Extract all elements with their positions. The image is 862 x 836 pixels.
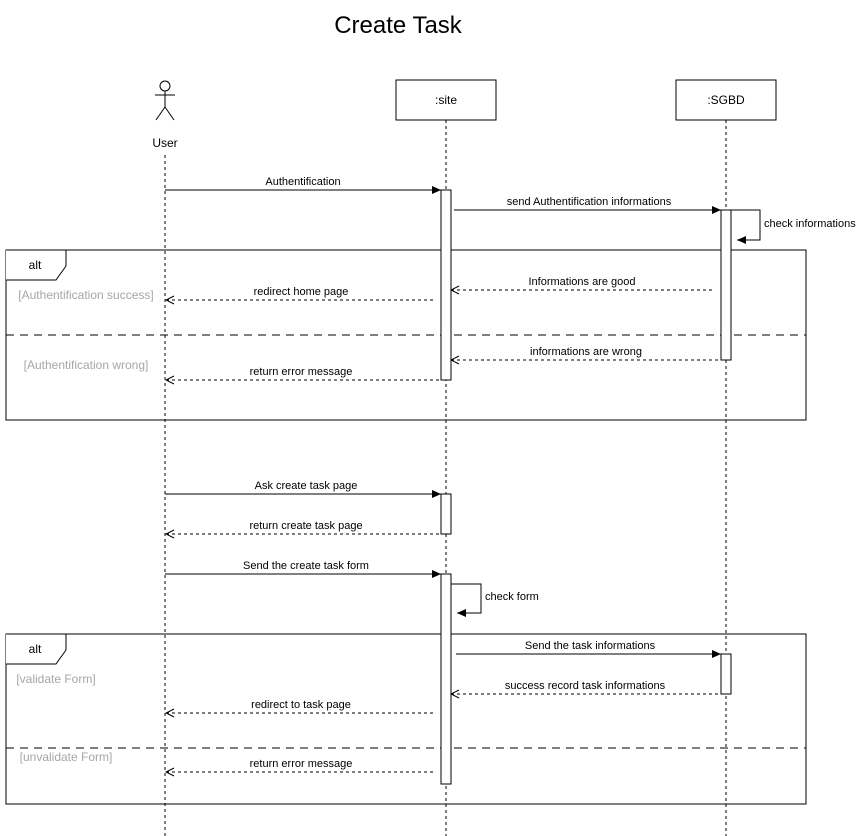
alt-2-guard-unvalidate: [unvalidate Form] — [20, 750, 113, 764]
message-return-error-1: return error message — [250, 366, 353, 378]
alt-2-label: alt — [29, 642, 42, 656]
alt-fragment-2 — [5, 633, 807, 805]
activation-site-1 — [440, 189, 452, 381]
self-message-arrow-check-info — [731, 209, 761, 244]
activation-site-2 — [440, 493, 452, 535]
alt-1-guard-success: [Authentification success] — [18, 288, 153, 302]
participant-site-label: :site — [435, 93, 457, 107]
message-redirect-task-page: redirect to task page — [251, 699, 351, 711]
message-send-task-informations: Send the task informations — [525, 640, 656, 652]
participant-site-box — [395, 79, 497, 121]
message-return-error-2: return error message — [250, 758, 353, 770]
activation-site-3 — [440, 573, 452, 785]
activation-sgbd-1 — [720, 209, 732, 361]
message-success-record: success record task informations — [505, 680, 666, 692]
actor-user — [155, 80, 175, 121]
alt-2-guard-validate: [validate Form] — [16, 672, 95, 686]
message-return-create-task-page: return create task page — [249, 520, 362, 532]
activation-sgbd-2 — [720, 653, 732, 695]
diagram-title: Create Task — [334, 12, 463, 39]
message-send-create-task-form: Send the create task form — [243, 560, 369, 572]
alt-1-label: alt — [29, 258, 42, 272]
self-message-check-informations: check informations — [764, 218, 856, 230]
message-informations-wrong: informations are wrong — [530, 346, 642, 358]
participant-sgbd-label: :SGBD — [707, 93, 745, 107]
self-message-check-form: check form — [485, 591, 539, 603]
self-message-arrow-check-form — [451, 583, 482, 617]
actor-user-label: User — [152, 136, 177, 150]
participant-sgbd-box — [675, 79, 777, 121]
message-authentification: Authentification — [265, 176, 340, 188]
alt-fragment-1 — [5, 249, 807, 421]
alt-1-guard-wrong: [Authentification wrong] — [24, 358, 149, 372]
message-informations-good: Informations are good — [528, 276, 635, 288]
message-redirect-home-page: redirect home page — [254, 286, 349, 298]
message-send-auth-info: send Authentification informations — [507, 196, 672, 208]
message-ask-create-task-page: Ask create task page — [255, 480, 358, 492]
